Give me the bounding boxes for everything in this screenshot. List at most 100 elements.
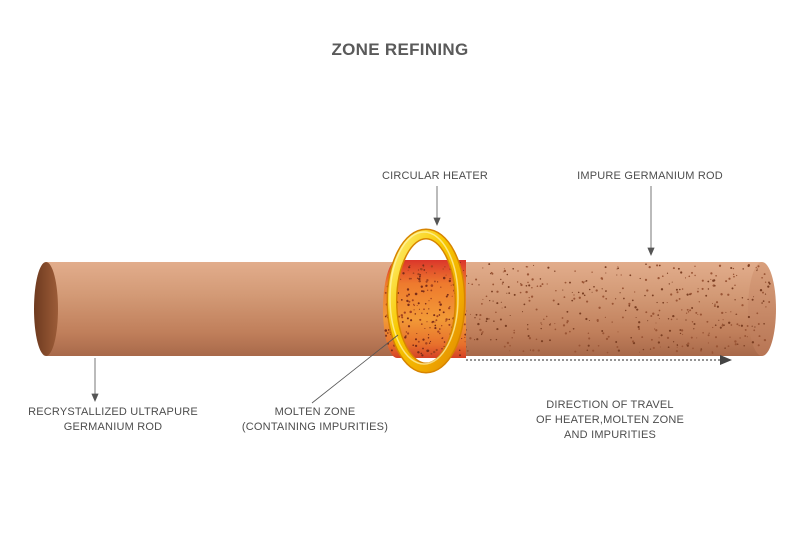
impurity-dot (509, 344, 511, 347)
impurity-dot (528, 284, 531, 287)
impurity-dot (527, 334, 530, 338)
impurity-dot (531, 286, 533, 289)
impurity-dot (755, 266, 757, 269)
impurity-dot (696, 290, 699, 293)
impurity-dot (477, 322, 480, 326)
impurity-dot (734, 340, 737, 343)
molten-impurity-dot (406, 299, 409, 303)
molten-impurity-dot (413, 309, 415, 311)
pure-rod-line-2: GERMANIUM ROD (63, 421, 163, 433)
impurity-dot (539, 278, 542, 280)
impurity-dot (499, 318, 502, 321)
impurity-dot (757, 344, 760, 347)
impurity-dot (710, 272, 713, 275)
impurity-dot (513, 293, 516, 296)
page-title: ZONE REFINING (331, 40, 469, 59)
impurity-dot (711, 351, 714, 354)
molten-impurity-dot (421, 290, 423, 293)
molten-impurity-dot (435, 319, 438, 322)
impurity-dot (715, 274, 717, 277)
molten-impurity-dot (408, 266, 411, 269)
impurity-dot (492, 283, 495, 286)
molten-impurity-dot (463, 323, 466, 326)
impurity-dot (700, 349, 702, 352)
impurity-dot (714, 336, 718, 339)
impurity-dot (722, 319, 724, 321)
impurity-dot (656, 301, 658, 304)
impurity-dot (625, 309, 627, 312)
impurity-dot (747, 315, 751, 319)
impurity-dot (481, 303, 483, 305)
molten-impurity-dot (419, 274, 422, 276)
impurity-dot (573, 294, 575, 296)
molten-impurity-dot (428, 300, 430, 302)
circular-heater (386, 228, 466, 374)
impurity-dot (617, 266, 619, 268)
molten-impurity-dot (384, 315, 387, 318)
impurity-dot (701, 287, 704, 290)
impurity-dot (482, 331, 484, 333)
impurity-dot (605, 290, 607, 292)
impurity-dot (658, 309, 661, 312)
impurity-dot (585, 317, 588, 321)
impurity-dot (744, 328, 747, 331)
impurity-dot (707, 288, 710, 290)
impurity-dot (725, 280, 728, 283)
molten-impurity-dot (410, 277, 412, 280)
impurity-dot (507, 286, 510, 288)
impurity-dot (734, 343, 737, 346)
impurity-dot (496, 290, 499, 293)
molten-impurity-dot (419, 318, 422, 321)
impurity-dot (753, 329, 756, 332)
impurity-dot (578, 296, 581, 299)
molten-impurity-dot (458, 349, 461, 351)
impurity-dot (682, 333, 684, 335)
impurity-dot (680, 329, 684, 332)
impurity-dot (525, 284, 528, 287)
molten-impurity-dot (425, 342, 428, 345)
molten-impurity-dot (445, 320, 447, 322)
impurity-dot (543, 318, 545, 320)
impurity-dot (621, 316, 624, 319)
impurity-dot (638, 328, 641, 330)
molten-impurity-dot (417, 272, 420, 276)
impurity-dot (536, 285, 539, 287)
molten-impurity-dot (441, 348, 443, 350)
impurity-dot (707, 334, 710, 337)
molten-impurity-dot (400, 278, 402, 280)
molten-impurity-dot (423, 308, 425, 311)
molten-impurity-dot (433, 280, 436, 283)
impurity-dot (768, 301, 771, 303)
molten-impurity-dot (430, 284, 434, 287)
impurity-dot (761, 276, 763, 279)
impurity-dot (747, 298, 749, 301)
impurity-dot (690, 292, 692, 295)
impurity-dot (508, 292, 511, 294)
impurity-dot (513, 331, 516, 334)
impurity-dot (645, 311, 648, 314)
impurity-dot (602, 332, 605, 335)
impurity-dot (527, 281, 529, 284)
molten-impurity-dot (422, 338, 425, 341)
impurity-dot (601, 288, 603, 290)
molten-impurity-dot (425, 272, 427, 274)
molten-impurity-dot (428, 308, 430, 310)
impurity-dot (588, 319, 590, 322)
impurity-dot (667, 346, 670, 349)
impurity-dot (500, 278, 502, 281)
impurity-dot (758, 335, 761, 338)
impurity-dot (540, 322, 542, 324)
molten-impurity-dot (420, 268, 423, 271)
impurity-particles (466, 263, 771, 354)
impurity-dot (577, 291, 580, 294)
impurity-dot (555, 289, 557, 292)
impurity-dot (657, 276, 660, 280)
molten-impurity-dot (418, 275, 421, 278)
impurity-dot (672, 314, 675, 318)
molten-impurity-dot (459, 354, 461, 357)
impurity-dot (724, 347, 726, 349)
impurity-dot (711, 302, 714, 304)
impurity-dot (756, 268, 758, 270)
impurity-dot (762, 300, 765, 302)
